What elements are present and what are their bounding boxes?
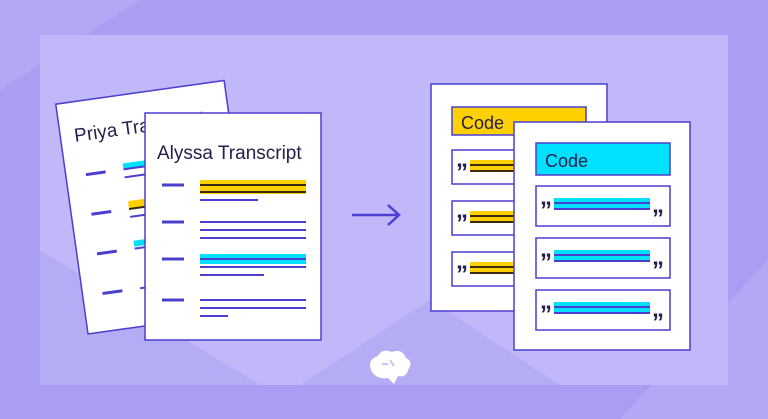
highlight-yellow bbox=[200, 180, 306, 194]
code-label-box bbox=[535, 142, 671, 176]
right-arrow-icon bbox=[352, 204, 401, 226]
open-quote-mark: ” bbox=[540, 197, 552, 224]
bullet-dash bbox=[102, 289, 123, 295]
code-label: Code bbox=[461, 113, 504, 133]
document-page bbox=[144, 112, 322, 341]
open-quote-mark: ” bbox=[456, 210, 468, 237]
bullet-dash bbox=[85, 170, 106, 177]
open-quote-mark: ” bbox=[540, 249, 552, 276]
code-label: Code bbox=[545, 151, 588, 171]
code-card-cyan: Code ” ” ” ” ” ” bbox=[513, 121, 691, 351]
document-title: Alyssa Transcript bbox=[157, 143, 302, 164]
alyssa-transcript-document: Alyssa Transcript bbox=[144, 112, 322, 341]
bullet-dash bbox=[96, 249, 117, 256]
panel-shadow bbox=[300, 300, 560, 385]
bullet-dash bbox=[91, 210, 112, 216]
open-quote-mark: ” bbox=[540, 301, 552, 328]
open-quote-mark: ” bbox=[456, 159, 468, 186]
open-quote-mark: ” bbox=[456, 261, 468, 288]
brain-icon bbox=[370, 350, 411, 384]
close-quote-mark: ” bbox=[652, 205, 664, 232]
close-quote-mark: ” bbox=[652, 309, 664, 336]
close-quote-mark: ” bbox=[652, 257, 664, 284]
